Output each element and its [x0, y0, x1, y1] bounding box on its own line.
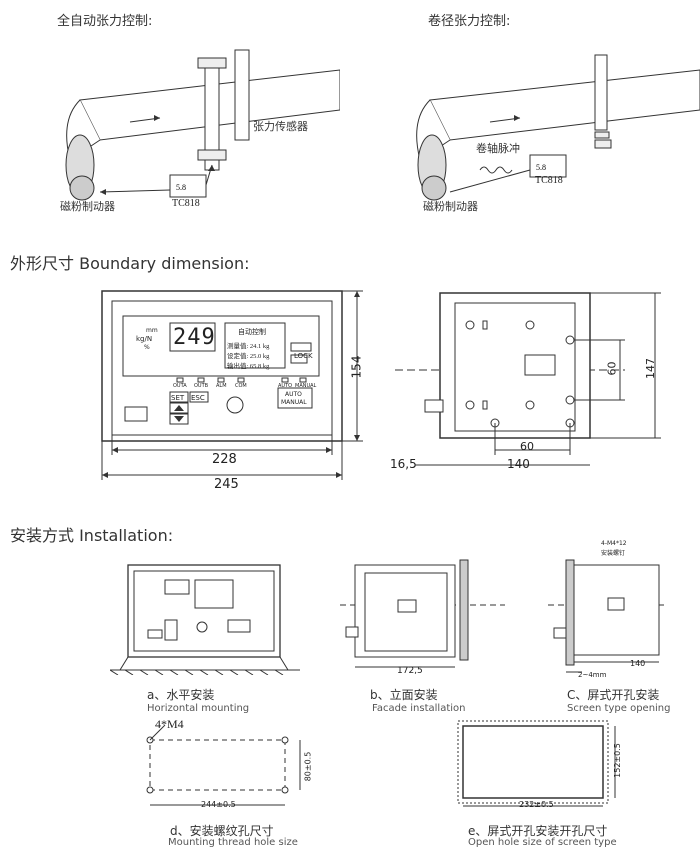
side-view-drawing: [395, 292, 661, 466]
tc818-controller-icon: [529, 154, 567, 178]
auto-key-label: AUTO: [285, 391, 302, 398]
brake-label-right: 磁粉制动器: [423, 200, 478, 213]
tension-sensor-label: 张力传感器: [253, 120, 308, 133]
dim-hole-spacing-v: 60: [605, 361, 619, 376]
installation-title: 安装方式 Installation:: [10, 526, 174, 545]
auto-tension-diagram: 5.8: [65, 49, 340, 201]
left-diagram-title: 全自动张力控制:: [57, 14, 153, 29]
magnetic-brake-icon: [421, 175, 447, 201]
led-outb: OUTB: [194, 383, 209, 389]
svg-text:5.8: 5.8: [536, 163, 546, 172]
dim-depth: 140: [507, 457, 530, 471]
caption-a-cn: a、水平安装: [147, 688, 215, 702]
right-diagram-title: 卷径张力控制:: [428, 14, 511, 29]
dim-hole-spacing-h: 60: [520, 440, 534, 453]
horizontal-mounting-drawing: [110, 564, 300, 675]
thread-hole-drawing: [146, 725, 301, 806]
facade-installation-drawing: [340, 559, 505, 668]
lcd-line-1: 自动控制: [238, 328, 266, 336]
dim-screen-depth: 140: [630, 659, 646, 668]
unit-kgn: kg/N: [136, 335, 153, 343]
unit-percent: %: [144, 344, 150, 351]
caption-d-en: Mounting thread hole size: [168, 837, 298, 848]
led-auto: AUTO: [278, 383, 293, 389]
brake-label-left: 磁粉制动器: [60, 200, 115, 213]
dim-side-height: 147: [644, 358, 657, 379]
caption-e-cn: e、屏式开孔安装开孔尺寸: [468, 824, 608, 838]
tc818-controller-icon: [169, 174, 207, 198]
led-alm: ALM: [216, 383, 227, 389]
dim-thread-height: 80±0.5: [303, 751, 313, 782]
screw-note: 安装螺钉: [601, 550, 626, 557]
dim-depth-left: 16,5: [390, 457, 417, 471]
dim-facade-depth: 172,5: [397, 666, 423, 676]
svg-text:5.8: 5.8: [176, 183, 186, 192]
esc-key: ESC: [191, 394, 205, 402]
dim-inner-width: 228: [212, 452, 237, 467]
dim-screen-hole-height: 152±0.5: [612, 743, 622, 778]
diameter-tension-diagram: 5.8: [416, 54, 700, 201]
boundary-dimension-title: 外形尺寸 Boundary dimension:: [10, 254, 250, 273]
front-view-drawing: [101, 290, 363, 480]
led-com: COM: [235, 383, 247, 389]
seven-segment-display: 249: [173, 325, 216, 350]
led-manual: MANUAL: [295, 383, 317, 389]
reel-pulse-label: 卷轴脉冲: [476, 142, 520, 155]
caption-b-en: Facade installation: [372, 703, 466, 714]
lcd-line-2: 测量值: 24.1 kg: [227, 343, 270, 350]
controller-label-right: TC818: [535, 175, 563, 186]
caption-b-cn: b、立面安装: [370, 688, 438, 702]
caption-c-en: Screen type opening: [567, 703, 671, 714]
lcd-line-4: 输出值: 65.8 kg: [227, 363, 270, 370]
set-key: SET: [171, 394, 185, 402]
dim-thread-width: 244±0.5: [201, 800, 236, 809]
dim-panel-thickness: 2~4mm: [578, 671, 607, 679]
screen-opening-drawing: [548, 559, 668, 673]
dim-height: 154: [349, 355, 364, 379]
caption-e-en: Open hole size of screen type: [468, 837, 617, 848]
dim-screen-hole-width: 232±0.5: [519, 800, 554, 809]
manual-key-label: MANUAL: [281, 399, 307, 406]
caption-c-cn: C、屏式开孔安装: [567, 688, 660, 702]
screw-spec: 4-M4*12: [601, 540, 627, 547]
controller-label-left: TC818: [172, 198, 200, 209]
led-outa: OUTA: [173, 383, 187, 389]
dim-outer-width: 245: [214, 477, 239, 492]
caption-a-en: Horizontal mounting: [147, 703, 250, 714]
lock-label: LOCK: [294, 352, 313, 360]
unit-mm: mm: [146, 327, 158, 334]
caption-d-cn: d、安装螺纹孔尺寸: [170, 824, 274, 838]
thread-spec: 4*M4: [155, 717, 184, 731]
screen-hole-drawing: [457, 720, 616, 807]
lcd-line-3: 设定值: 25.0 kg: [227, 353, 270, 360]
magnetic-brake-icon: [69, 175, 95, 201]
